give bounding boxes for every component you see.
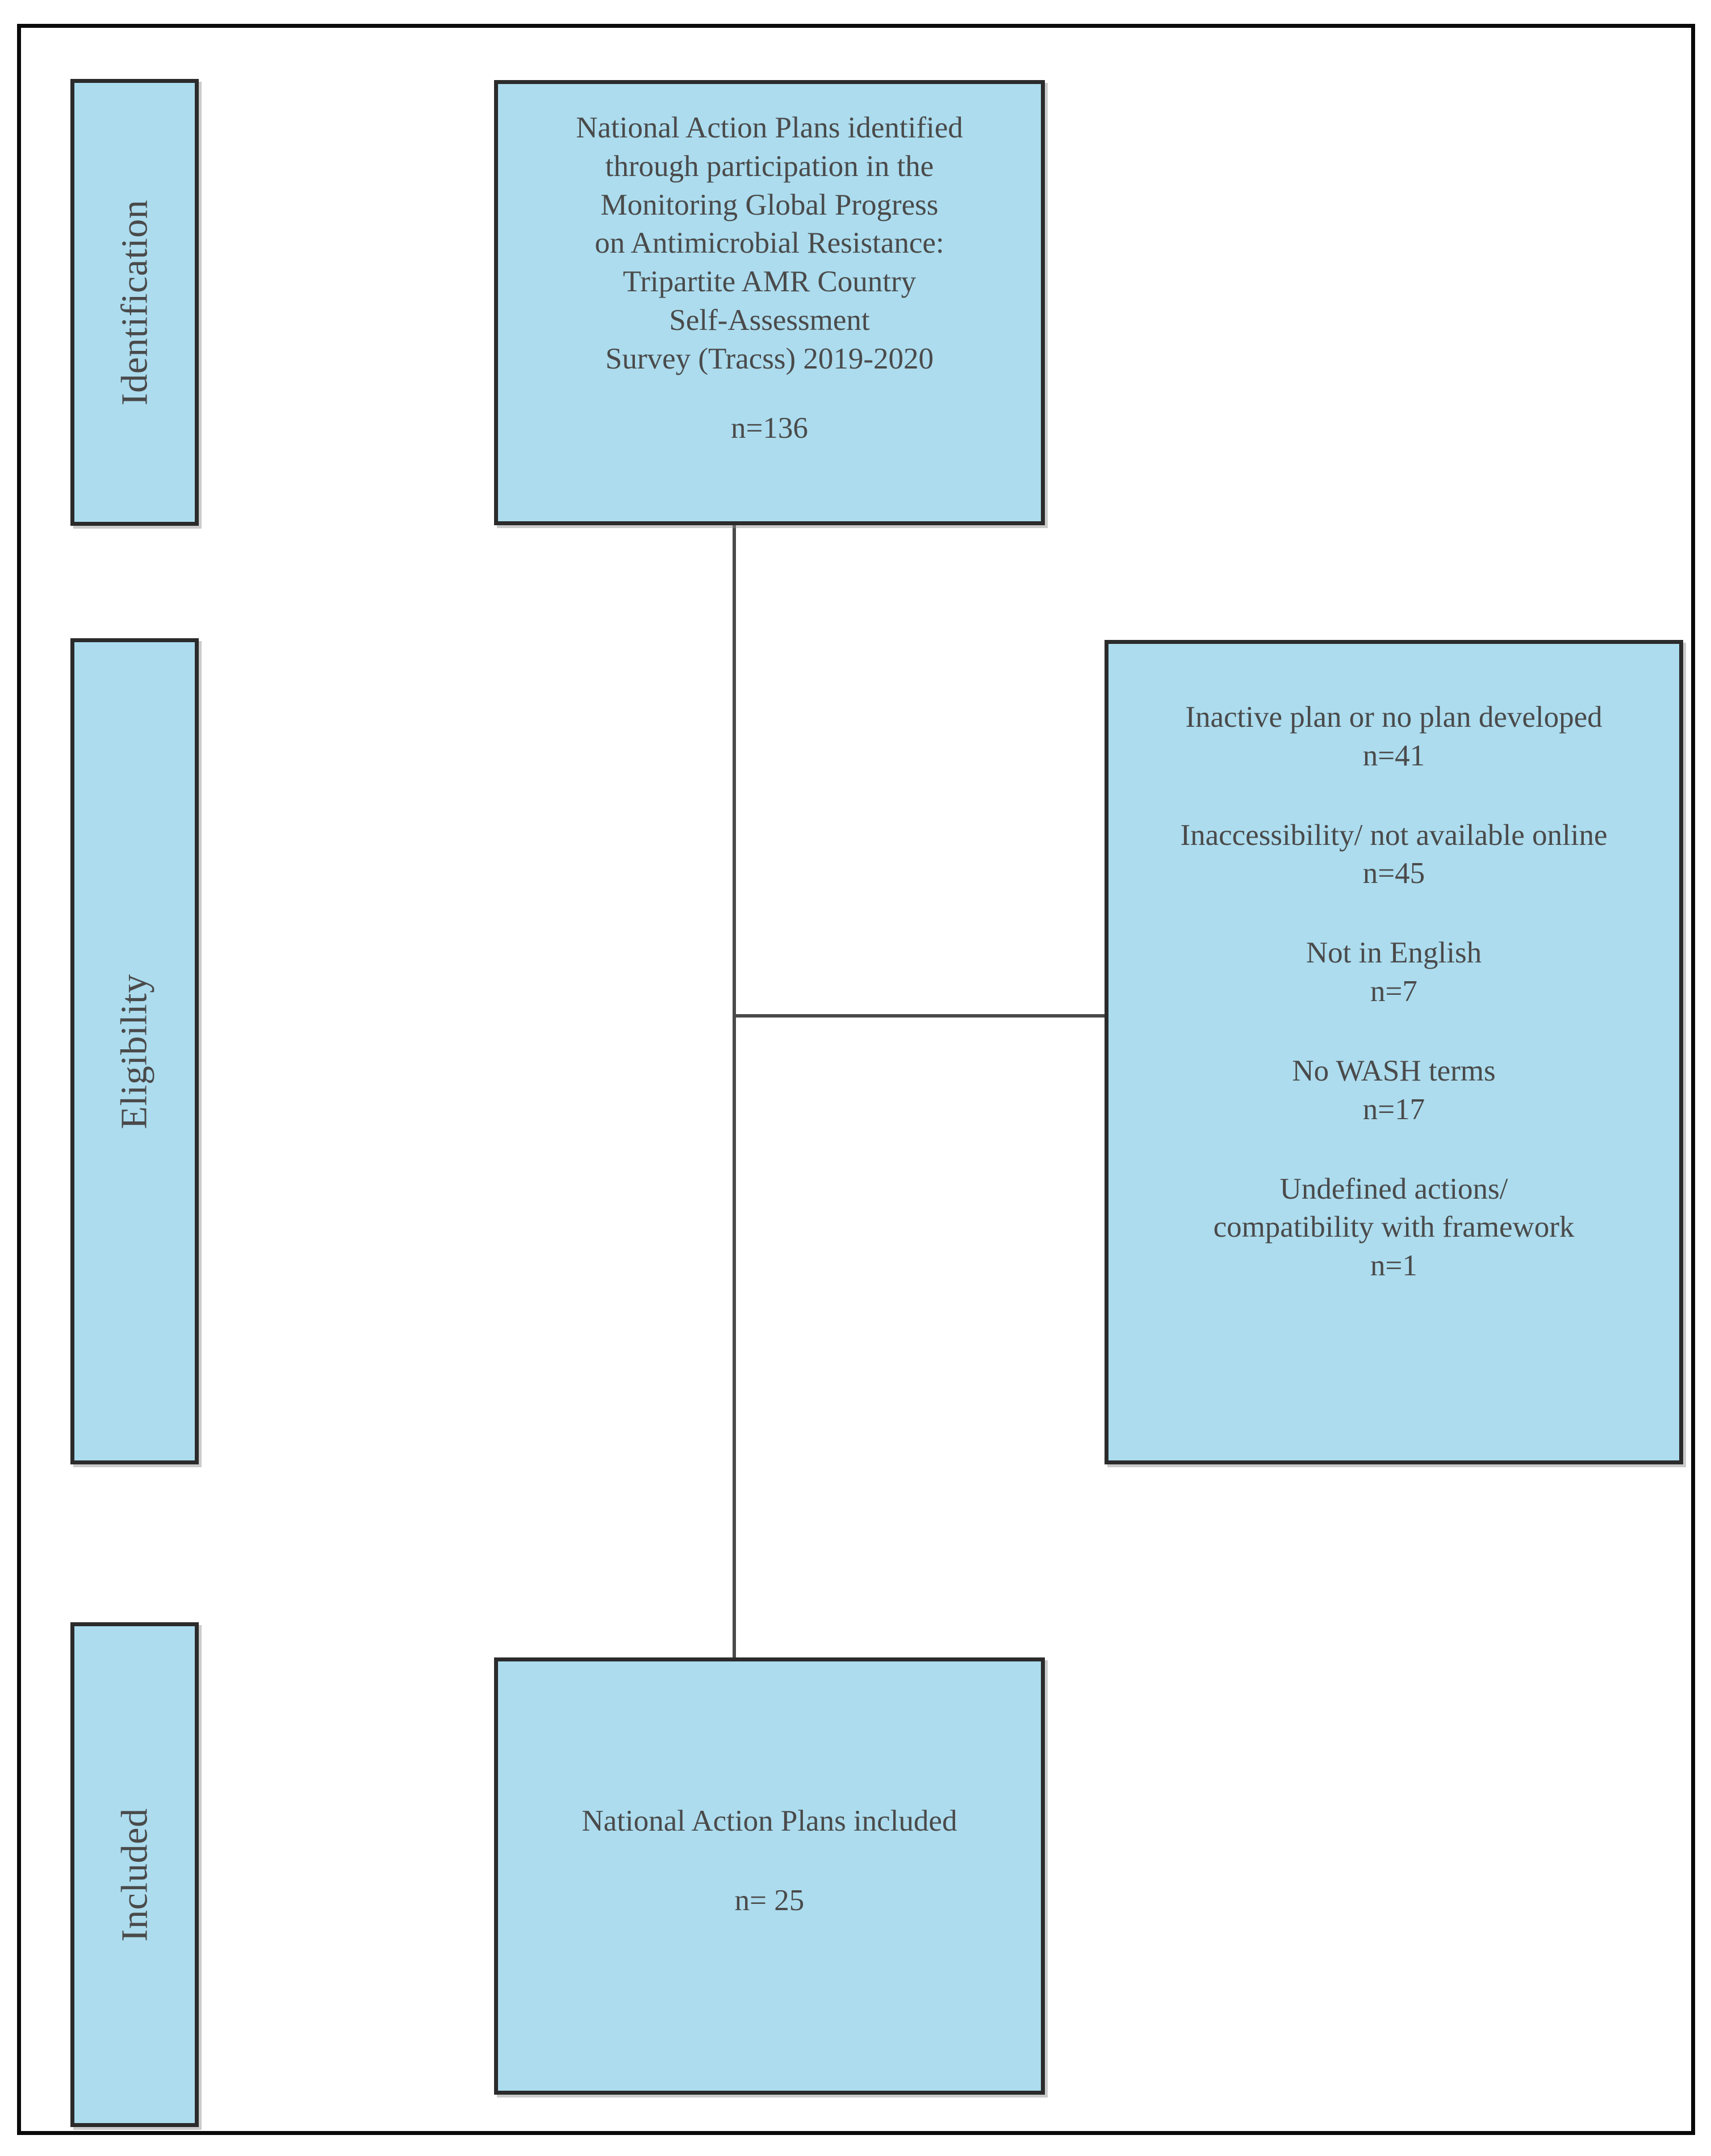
stage-box-eligibility: Eligibility: [70, 638, 199, 1464]
exclusion-item: Not in English n=7: [1306, 934, 1482, 1011]
stage-label-eligibility: Eligibility: [114, 973, 155, 1129]
connector-line-vertical: [733, 525, 736, 1659]
exclusion-item: Inaccessibility/ not available online n=…: [1180, 817, 1607, 894]
exclusion-reason-not-in-english: Not in English: [1306, 936, 1482, 970]
box-records-included: National Action Plans included n= 25: [494, 1657, 1045, 2095]
exclusion-count-not-in-english: n=7: [1370, 975, 1417, 1008]
exclusion-reason-inactive-plan: Inactive plan or no plan developed: [1185, 701, 1603, 734]
exclusion-count-inactive-plan: n=41: [1362, 739, 1425, 772]
exclusion-count-inaccessible: n=45: [1362, 857, 1425, 890]
stage-box-identification: Identification: [70, 79, 199, 526]
box-records-identified: National Action Plans identified through…: [494, 80, 1045, 525]
exclusion-reason-undefined-actions: Undefined actions/ compatibility with fr…: [1213, 1172, 1575, 1244]
records-identified-count: n=136: [731, 411, 808, 445]
box-records-excluded: Inactive plan or no plan developed n=41 …: [1105, 640, 1683, 1464]
exclusion-count-undefined-actions: n=1: [1370, 1249, 1417, 1283]
stage-box-included: Included: [70, 1622, 199, 2127]
exclusion-reason-inaccessible: Inaccessibility/ not available online: [1180, 818, 1608, 852]
records-included-text: National Action Plans included: [582, 1805, 957, 1837]
exclusion-item: No WASH terms n=17: [1292, 1052, 1495, 1129]
connector-line-horizontal: [733, 1014, 1106, 1018]
exclusion-item: Inactive plan or no plan developed n=41: [1185, 698, 1602, 776]
exclusion-count-no-wash-terms: n=17: [1362, 1092, 1425, 1126]
exclusion-item: Undefined actions/ compatibility with fr…: [1214, 1170, 1575, 1286]
stage-label-identification: Identification: [114, 199, 155, 405]
diagram-frame: Identification Eligibility Included Nati…: [17, 24, 1695, 2135]
records-identified-text: National Action Plans identified through…: [576, 111, 963, 375]
exclusion-reason-no-wash-terms: No WASH terms: [1292, 1054, 1496, 1087]
stage-label-included: Included: [114, 1808, 155, 1941]
records-included-count: n= 25: [734, 1883, 805, 1917]
